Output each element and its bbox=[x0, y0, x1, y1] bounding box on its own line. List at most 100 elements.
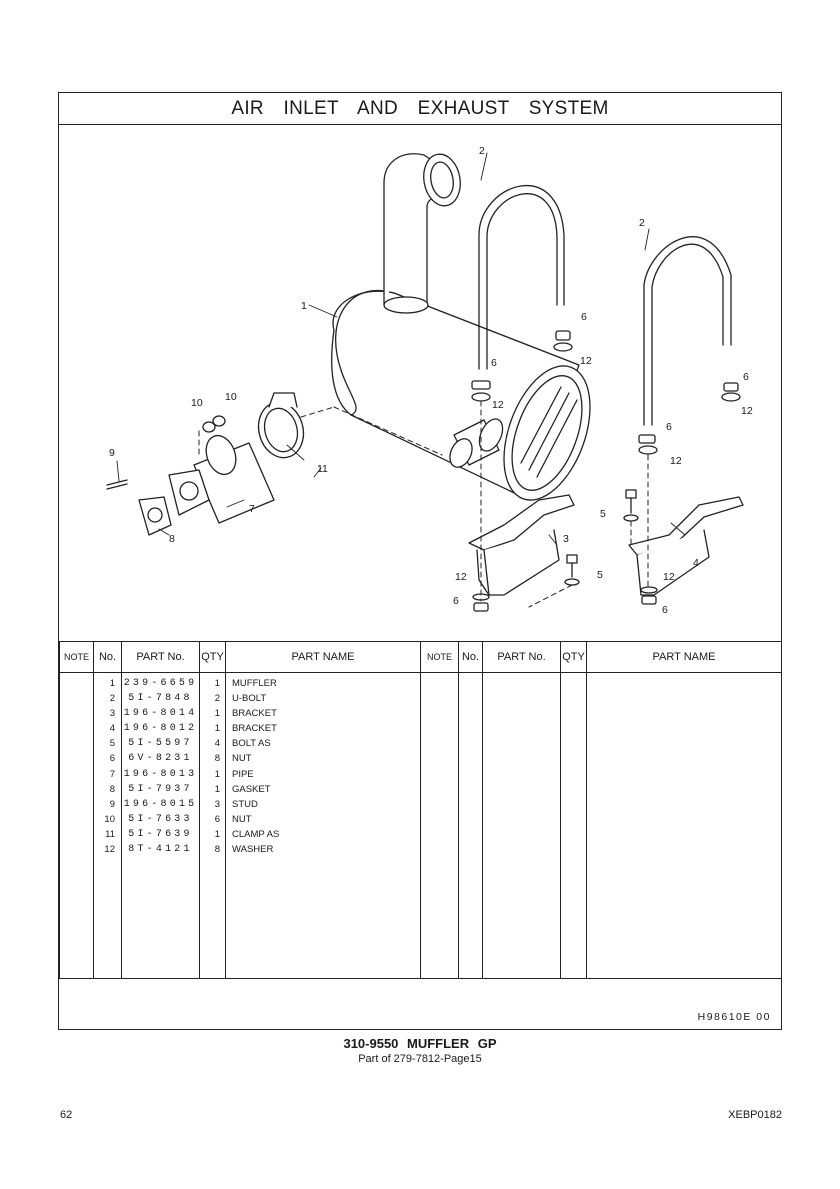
callout-nut-f: 6 bbox=[662, 604, 668, 616]
callout-nut-a: 6 bbox=[581, 311, 587, 323]
row-qty: 6 bbox=[214, 813, 220, 825]
row-part-no: 5I-7639 bbox=[128, 828, 193, 840]
note-column-right bbox=[420, 672, 459, 979]
inlet-stub-drawing bbox=[449, 418, 504, 468]
row-part-no: 8T-4121 bbox=[128, 844, 193, 856]
row-part-no: 5I-7848 bbox=[128, 693, 193, 705]
group-caption: 310-9550 MUFFLER GP bbox=[343, 1036, 497, 1051]
callout-nut-c: 6 bbox=[743, 371, 749, 383]
row-qty: 8 bbox=[214, 844, 220, 856]
diagram-drawing bbox=[106, 152, 744, 612]
part-no-column: 239-6659 5I-7848 196-8014 196-8012 5I-5597 6V… bbox=[121, 672, 200, 979]
header-note-right: NOTE bbox=[420, 641, 459, 673]
callout-pipe: 7 bbox=[249, 503, 255, 515]
row-qty: 1 bbox=[214, 678, 220, 689]
row-no: 10 bbox=[104, 813, 115, 825]
callout-bolt-left: 5 bbox=[597, 569, 603, 581]
bracket-4-drawing bbox=[628, 496, 744, 596]
row-no: 11 bbox=[105, 828, 115, 840]
part-no-column-right bbox=[482, 672, 561, 979]
row-qty: 4 bbox=[214, 738, 220, 750]
row-no: 7 bbox=[109, 768, 115, 780]
row-part-name: MUFFLER bbox=[232, 678, 277, 689]
header-no: No. bbox=[93, 641, 122, 673]
callout-washer-f: 12 bbox=[663, 571, 675, 583]
row-part-name: NUT bbox=[232, 753, 252, 765]
row-qty: 1 bbox=[214, 768, 220, 780]
row-qty: 1 bbox=[214, 708, 220, 720]
callout-washer-b: 12 bbox=[492, 399, 504, 411]
row-qty: 1 bbox=[214, 828, 220, 840]
callout-bracket-4: 4 bbox=[693, 557, 699, 569]
no-column-right bbox=[458, 672, 483, 979]
muffler-drawing bbox=[331, 289, 591, 501]
row-qty: 1 bbox=[214, 783, 220, 795]
header-part-name-right: PART NAME bbox=[586, 641, 782, 673]
header-qty: QTY bbox=[199, 641, 226, 673]
callout-washer-d: 12 bbox=[670, 455, 682, 467]
exploded-diagram: 1 2 2 3 4 5 5 6 6 6 6 6 6 7 8 9 10 10 11… bbox=[59, 125, 781, 641]
callout-muffler: 1 bbox=[301, 300, 307, 312]
part-name-column-right bbox=[586, 672, 782, 979]
callout-washer-a: 12 bbox=[580, 355, 592, 367]
row-part-name: BRACKET bbox=[232, 708, 277, 720]
elbow-stack-drawing bbox=[383, 153, 461, 314]
row-part-no: 239-6659 bbox=[123, 678, 198, 689]
row-part-name: STUD bbox=[232, 798, 258, 810]
callout-washer-c: 12 bbox=[741, 405, 753, 417]
callout-nut10-a: 10 bbox=[191, 397, 203, 409]
row-part-no: 196-8014 bbox=[123, 708, 198, 720]
group-subcaption: Part of 279-7812-Page15 bbox=[358, 1053, 482, 1065]
header-part-name: PART NAME bbox=[225, 641, 421, 673]
row-part-name: BRACKET bbox=[232, 723, 277, 735]
ubolt-right-drawing bbox=[643, 236, 732, 426]
pipe-drawing bbox=[193, 434, 275, 524]
row-part-no: 6V-8231 bbox=[128, 753, 193, 765]
row-part-name: NUT bbox=[232, 813, 252, 825]
row-part-no: 5I-7633 bbox=[128, 813, 193, 825]
callout-washer-e: 12 bbox=[455, 571, 467, 583]
page-number: 62 bbox=[60, 1109, 73, 1121]
part-name-column: MUFFLER U-BOLT BRACKET BRACKET BOLT AS NUT PIP… bbox=[225, 672, 421, 979]
clamp-drawing bbox=[257, 392, 305, 459]
row-part-no: 196-8012 bbox=[123, 723, 198, 735]
row-part-name: CLAMP AS bbox=[232, 828, 280, 840]
row-qty: 2 bbox=[214, 693, 220, 705]
callout-ubolt-right: 2 bbox=[639, 217, 645, 229]
row-part-no: 196-8015 bbox=[123, 798, 198, 810]
table-header-row: NOTE No. PART No. QTY PART NAME NOTE No.… bbox=[59, 641, 782, 673]
callout-nut-b: 6 bbox=[491, 357, 497, 369]
illustration-code: H98610E 00 bbox=[697, 1011, 771, 1023]
parts-sheet-frame: AIR INLET AND EXHAUST SYSTEM bbox=[58, 92, 782, 1030]
callout-clamp: 11 bbox=[317, 463, 328, 475]
row-part-no: 5I-7937 bbox=[128, 783, 193, 795]
row-no: 5 bbox=[109, 738, 115, 750]
header-part-no: PART No. bbox=[121, 641, 200, 673]
parts-table: NOTE No. PART No. QTY PART NAME NOTE No.… bbox=[59, 641, 782, 979]
row-no: 4 bbox=[109, 723, 115, 735]
row-qty: 1 bbox=[214, 723, 220, 735]
callout-bolt-right: 5 bbox=[600, 508, 606, 520]
bracket-3-drawing bbox=[468, 494, 575, 596]
sheet-footer: H98610E 00 bbox=[59, 979, 781, 1029]
header-no-right: No. bbox=[458, 641, 483, 673]
row-part-name: GASKET bbox=[232, 783, 271, 795]
callout-gasket: 8 bbox=[169, 533, 175, 545]
row-part-name: U-BOLT bbox=[232, 693, 267, 705]
ubolt-left-drawing bbox=[478, 185, 565, 370]
row-no: 9 bbox=[109, 798, 115, 810]
note-column bbox=[59, 672, 94, 979]
callout-nut-e: 6 bbox=[453, 595, 459, 607]
row-no: 12 bbox=[104, 844, 115, 856]
row-no: 2 bbox=[109, 693, 115, 705]
row-no: 6 bbox=[109, 753, 115, 765]
callout-stud: 9 bbox=[109, 447, 115, 459]
document-code: XEBP0182 bbox=[728, 1109, 782, 1121]
row-part-no: 5I-5597 bbox=[128, 738, 193, 750]
row-part-name: BOLT AS bbox=[232, 738, 271, 750]
row-qty: 8 bbox=[214, 753, 220, 765]
row-part-name: PIPE bbox=[232, 768, 254, 780]
callout-nut10-b: 10 bbox=[225, 391, 237, 403]
row-no: 8 bbox=[109, 783, 115, 795]
